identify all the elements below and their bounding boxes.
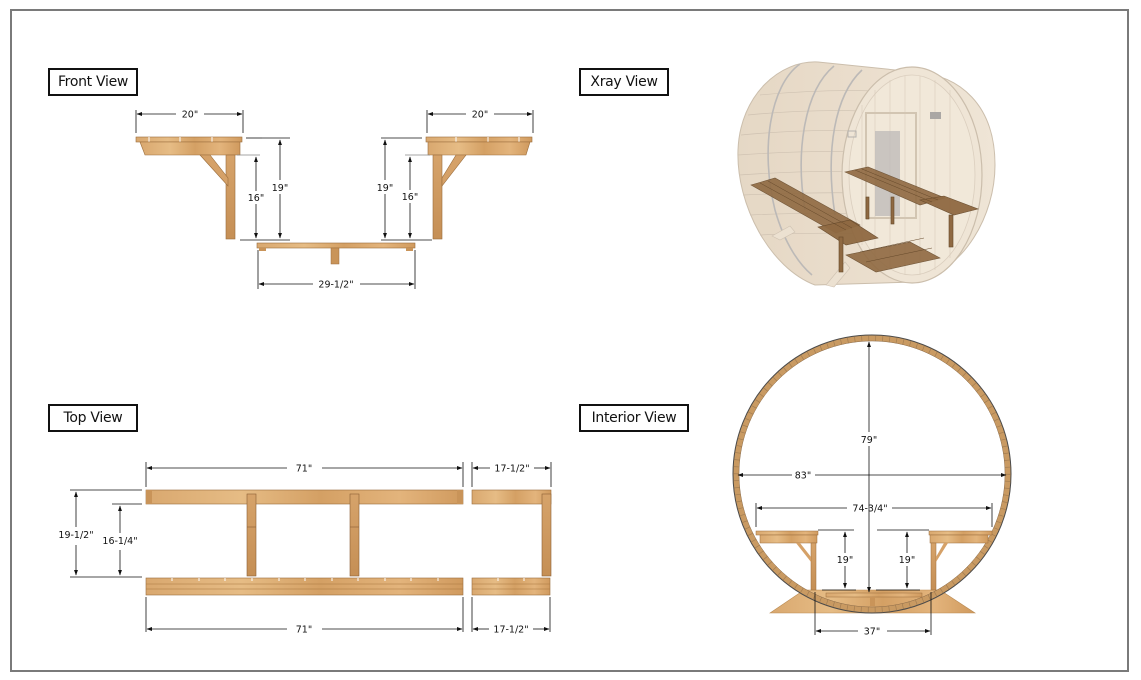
svg-text:74-3/4": 74-3/4" [852,504,887,515]
barrel-wall [733,335,1011,613]
svg-text:79": 79" [861,435,877,446]
svg-text:37": 37" [864,627,880,638]
dim-top-lower-long: 71" [145,597,464,636]
svg-text:19-1/2": 19-1/2" [58,530,93,541]
top-lower-short-bench [471,577,551,596]
svg-text:16-1/4": 16-1/4" [102,536,137,547]
xray-view-drawing [737,61,996,288]
dim-front-right-heights: 19" 16" [377,137,432,241]
dim-interior-floor-width: 37" [814,592,932,638]
dim-interior-width: 83" [737,471,1007,482]
dim-interior-left-bench-height: 19" [818,529,856,591]
front-floor-bench [256,242,416,265]
dim-front-left-heights: 19" 16" [237,137,290,241]
dim-front-left-width: 20" [135,110,244,133]
svg-text:19": 19" [899,555,915,566]
front-right-bench [425,136,533,240]
top-view-label: Top View [48,404,138,432]
svg-text:83": 83" [795,471,811,482]
top-upper-long-bench [145,489,464,505]
dim-interior-bench-span: 74-3/4" [755,503,993,527]
svg-text:19": 19" [377,183,393,194]
top-lower-long-bench [145,577,464,596]
xray-view-label: Xray View [579,68,669,96]
dim-interior-right-bench-height: 19" [876,529,929,591]
top-upper-short-bench [471,489,552,505]
dim-top-upper-long: 71" [145,462,464,487]
svg-text:71": 71" [296,464,312,475]
dim-top-upper-short: 17-1/2" [471,462,552,487]
interior-view-drawing: 79" 83" 74-3/4" 19" [732,334,1012,638]
interior-view-label: Interior View [579,404,689,432]
front-left-bench [135,136,243,240]
dim-top-lower-short: 17-1/2" [471,597,551,636]
svg-text:19": 19" [837,555,853,566]
svg-text:16": 16" [402,192,418,203]
svg-text:16": 16" [248,193,264,204]
sheet-frame [10,9,1129,672]
interior-left-bench [755,530,819,591]
dim-interior-height: 79" [861,341,877,593]
front-view-label: Front View [48,68,138,96]
front-view-drawing: 20" 20" 19" 16" 1 [135,110,534,291]
dim-front-floor-width: 29-1/2" [257,250,416,291]
dim-front-right-width: 20" [426,110,534,133]
svg-text:71": 71" [296,625,312,636]
svg-text:20": 20" [182,110,198,121]
svg-text:17-1/2": 17-1/2" [494,464,529,475]
svg-text:20": 20" [472,110,488,121]
svg-text:19": 19" [272,183,288,194]
top-view-drawing: 71" 17-1/2" 19-1/2" 16-1/4" 71" [58,462,552,636]
interior-right-bench [928,530,993,591]
dim-top-depths: 19-1/2" 16-1/4" [58,489,142,578]
svg-text:29-1/2": 29-1/2" [318,280,353,291]
svg-text:17-1/2": 17-1/2" [493,625,528,636]
